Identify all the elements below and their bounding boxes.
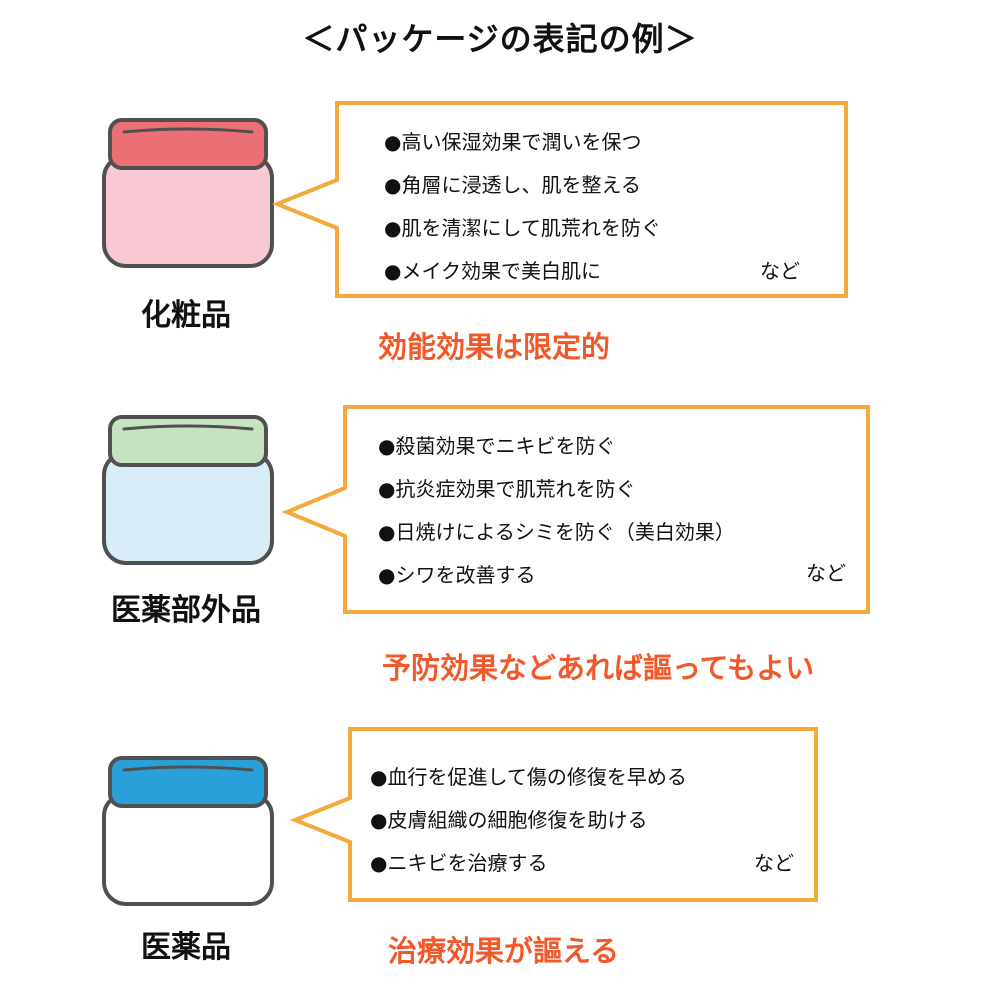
effect-item: ●殺菌効果でニキビを防ぐ bbox=[378, 434, 616, 458]
page-title: ＜パッケージの表記の例＞ bbox=[302, 20, 698, 58]
product-name-quasi-drugs: 医薬部外品 bbox=[111, 593, 261, 628]
summary-cosmetics: 効能効果は限定的 bbox=[378, 330, 611, 364]
product-name-cosmetics: 化粧品 bbox=[141, 298, 231, 333]
summary-drugs: 治療効果が謳える bbox=[388, 934, 620, 968]
effects-callout-drugs: ●血行を促進して傷の修復を早める ●皮膚組織の細胞修復を助ける ●ニキビを治療す… bbox=[290, 726, 820, 904]
effect-item: ●皮膚組織の細胞修復を助ける bbox=[370, 808, 648, 832]
effect-item: ●日焼けによるシミを防ぐ（美白効果） bbox=[378, 520, 735, 544]
callout-bubble-shape bbox=[282, 405, 870, 614]
effect-item: ●血行を促進して傷の修復を早める bbox=[370, 765, 687, 789]
callout-bubble-shape bbox=[272, 101, 848, 298]
etc-label: など bbox=[760, 259, 800, 283]
effect-item: ●シワを改善する bbox=[378, 563, 536, 587]
effects-list: ●高い保湿効果で潤いを保つ ●角層に浸透し、肌を整える ●肌を清潔にして肌荒れを… bbox=[384, 132, 830, 304]
summary-quasi-drugs: 予防効果などあれば謳ってもよい bbox=[382, 651, 815, 685]
callout-bubble-shape bbox=[290, 727, 818, 902]
effect-item: ●肌を清潔にして肌荒れを防ぐ bbox=[384, 216, 661, 240]
effects-callout-quasi-drugs: ●殺菌効果でニキビを防ぐ ●抗炎症効果で肌荒れを防ぐ ●日焼けによるシミを防ぐ（… bbox=[282, 404, 872, 616]
effect-item: ●メイク効果で美白肌に bbox=[384, 259, 602, 283]
drug-jar-icon bbox=[102, 756, 274, 906]
product-name-drugs: 医薬品 bbox=[141, 930, 231, 965]
effect-item: ●抗炎症効果で肌荒れを防ぐ bbox=[378, 477, 636, 501]
effect-item: ●ニキビを治療する bbox=[370, 851, 548, 875]
etc-label: など bbox=[754, 851, 794, 875]
effect-item: ●高い保湿効果で潤いを保つ bbox=[384, 130, 642, 154]
effects-list: ●殺菌効果でニキビを防ぐ ●抗炎症効果で肌荒れを防ぐ ●日焼けによるシミを防ぐ（… bbox=[378, 436, 852, 608]
effects-callout-cosmetics: ●高い保湿効果で潤いを保つ ●角層に浸透し、肌を整える ●肌を清潔にして肌荒れを… bbox=[272, 100, 850, 300]
effect-item: ●角層に浸透し、肌を整える bbox=[384, 173, 641, 197]
quasi-drug-jar-icon bbox=[102, 415, 274, 565]
effects-list: ●血行を促進して傷の修復を早める ●皮膚組織の細胞修復を助ける ●ニキビを治療す… bbox=[370, 767, 800, 896]
cosmetic-jar-icon bbox=[102, 118, 274, 268]
etc-label: など bbox=[806, 561, 846, 585]
